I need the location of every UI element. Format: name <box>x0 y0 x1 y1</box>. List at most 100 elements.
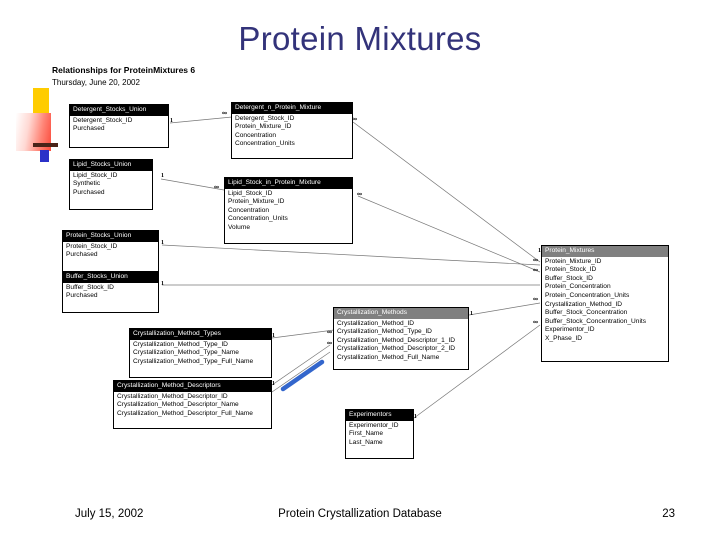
field: Crystallization_Method_Descriptor_2_ID <box>337 345 456 353</box>
table-header: Crystallization_Method_Types <box>130 329 271 340</box>
cardinality-many: ∞ <box>222 110 227 117</box>
field: Detergent_Stock_ID <box>73 116 133 124</box>
field: Concentration_Units <box>228 215 288 223</box>
table-detergent-stocks-union[interactable]: Detergent_Stocks_Union Detergent_Stock_I… <box>69 104 169 148</box>
table-fields: Protein_Mixture_ID Protein_Stock_ID Buff… <box>542 257 668 346</box>
table-experimentors[interactable]: Experimentors Experimentor_ID First_Name… <box>345 409 414 459</box>
cardinality-many: ∞ <box>352 116 357 123</box>
footer-date: July 15, 2002 <box>75 508 144 520</box>
field: Last_Name <box>349 438 383 446</box>
table-crystallization-methods[interactable]: Crystallization_Methods Crystallization_… <box>333 307 469 370</box>
field: Buffer_Stock_ID <box>66 283 114 291</box>
table-fields: Lipid_Stock_ID Protein_Mixture_ID Concen… <box>225 189 352 235</box>
cardinality-one: 1 <box>538 248 541 254</box>
table-crystallization-method-types[interactable]: Crystallization_Method_Types Crystalliza… <box>129 328 272 378</box>
field: Experimentor_ID <box>349 421 399 429</box>
cardinality-one: 1 <box>170 118 173 124</box>
field: Purchased <box>73 188 105 196</box>
field: Protein_Concentration <box>545 283 611 291</box>
decoration-brown-bar <box>33 143 58 147</box>
field: Protein_Mixture_ID <box>545 257 602 265</box>
field: Crystallization_Method_Descriptor_Name <box>117 401 239 409</box>
field: Concentration <box>235 131 277 139</box>
field: Crystallization_Method_ID <box>337 319 414 327</box>
field: Buffer_Stock_Concentration <box>545 309 628 317</box>
table-fields: Detergent_Stock_ID Purchased <box>70 116 168 136</box>
field: Purchased <box>73 125 105 133</box>
field: Synthetic <box>73 180 101 188</box>
field: Crystallization_Method_Descriptor_1_ID <box>337 336 456 344</box>
field: Volume <box>228 223 250 231</box>
table-header: Detergent_Stocks_Union <box>70 105 168 116</box>
report-header: Relationships for ProteinMixtures 6 Thur… <box>52 64 195 89</box>
field: Crystallization_Method_Type_Full_Name <box>133 357 254 365</box>
footer-center-text: Protein Crystallization Database <box>278 508 442 520</box>
table-fields: Buffer_Stock_ID Purchased <box>63 283 158 303</box>
cardinality-many: ∞ <box>327 340 332 347</box>
table-fields: Crystallization_Method_ID Crystallizatio… <box>334 319 468 365</box>
table-protein-stocks-union[interactable]: Protein_Stocks_Union Protein_Stock_ID Pu… <box>62 230 159 272</box>
field: Crystallization_Method_Descriptor_ID <box>117 392 228 400</box>
table-fields: Crystallization_Method_Descriptor_ID Cry… <box>114 392 271 421</box>
field: Crystallization_Method_Type_ID <box>133 340 228 348</box>
cardinality-many: ∞ <box>533 319 538 326</box>
field: Concentration <box>228 206 270 214</box>
page-title: Protein Mixtures <box>238 20 482 57</box>
table-header: Lipid_Stocks_Union <box>70 160 152 171</box>
cardinality-one: 1 <box>161 240 164 246</box>
table-protein-mixtures[interactable]: Protein_Mixtures Protein_Mixture_ID Prot… <box>541 245 669 362</box>
table-header: Crystallization_Methods <box>334 308 468 319</box>
table-header: Lipid_Stock_in_Protein_Mixture <box>225 178 352 189</box>
field: Crystallization_Method_Type_ID <box>337 328 432 336</box>
field: Purchased <box>66 251 98 259</box>
field: Protein_Stock_ID <box>545 266 597 274</box>
report-header-line2: Thursday, June 20, 2002 <box>52 78 140 87</box>
slide-footer: July 15, 2002 Protein Crystallization Da… <box>0 508 720 532</box>
field: Lipid_Stock_ID <box>228 189 273 197</box>
table-header: Detergent_n_Protein_Mixture <box>232 103 352 114</box>
table-lipid-stock-in-protein-mixture[interactable]: Lipid_Stock_in_Protein_Mixture Lipid_Sto… <box>224 177 353 244</box>
table-detergent-n-protein-mixture[interactable]: Detergent_n_Protein_Mixture Detergent_St… <box>231 102 353 159</box>
table-crystallization-method-descriptors[interactable]: Crystallization_Method_Descriptors Cryst… <box>113 380 272 429</box>
field: Crystallization_Method_Type_Name <box>133 349 239 357</box>
table-header: Experimentors <box>346 410 413 421</box>
decoration-blue-block <box>40 150 49 162</box>
cardinality-many: ∞ <box>533 267 538 274</box>
field: Experimentor_ID <box>545 326 595 334</box>
relationship-lines <box>160 116 541 419</box>
table-buffer-stocks-union[interactable]: Buffer_Stocks_Union Buffer_Stock_ID Purc… <box>62 271 159 313</box>
relationship-diagram: 1 ∞ ∞ 1 ∞ ∞ 1 1 1 1 ∞ ∞ 1 1 ∞ ∞ ∞ ∞ 1 De… <box>62 102 669 459</box>
field: X_Phase_ID <box>545 334 583 342</box>
cardinality-one: 1 <box>272 381 275 387</box>
field: Concentration_Units <box>235 140 295 148</box>
table-fields: Experimentor_ID First_Name Last_Name <box>346 421 413 450</box>
field: Protein_Concentration_Units <box>545 291 630 299</box>
table-header: Buffer_Stocks_Union <box>63 272 158 283</box>
table-fields: Protein_Stock_ID Purchased <box>63 242 158 262</box>
field: Protein_Stock_ID <box>66 242 118 250</box>
cardinality-one: 1 <box>272 333 275 339</box>
field: Buffer_Stock_ID <box>545 274 593 282</box>
cardinality-one: 1 <box>161 173 164 179</box>
footer-page-number: 23 <box>662 508 675 520</box>
field: Crystallization_Method_Descriptor_Full_N… <box>117 409 253 417</box>
cardinality-many: ∞ <box>327 329 332 336</box>
report-header-line1: Relationships for ProteinMixtures 6 <box>52 65 196 75</box>
table-lipid-stocks-union[interactable]: Lipid_Stocks_Union Lipid_Stock_ID Synthe… <box>69 159 153 210</box>
field: First_Name <box>349 430 384 438</box>
field: Crystallization_Method_Full_Name <box>337 353 440 361</box>
cardinality-one: 1 <box>161 281 164 287</box>
cardinality-many: ∞ <box>533 257 538 264</box>
field: Protein_Mixture_ID <box>228 198 285 206</box>
highlight-line <box>280 359 325 392</box>
table-fields: Detergent_Stock_ID Protein_Mixture_ID Co… <box>232 114 352 151</box>
cardinality-many: ∞ <box>533 296 538 303</box>
field: Lipid_Stock_ID <box>73 171 118 179</box>
field: Crystallization_Method_ID <box>545 300 622 308</box>
table-header: Crystallization_Method_Descriptors <box>114 381 271 392</box>
cardinality-many: ∞ <box>214 184 219 191</box>
field: Buffer_Stock_Concentration_Units <box>545 317 647 325</box>
field: Detergent_Stock_ID <box>235 114 295 122</box>
field: Purchased <box>66 292 98 300</box>
